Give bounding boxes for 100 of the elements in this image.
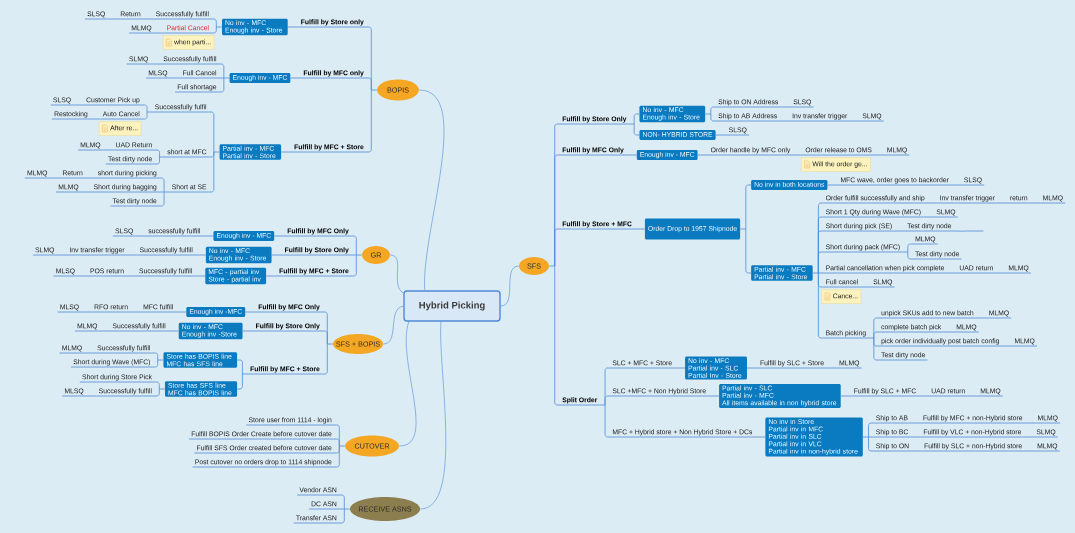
connector-line (910, 450, 923, 452)
connector-line (194, 254, 207, 256)
connector-line (946, 272, 958, 274)
connector-line (849, 120, 861, 122)
connector-line (321, 311, 334, 375)
connector-line (265, 275, 278, 277)
connector-line (333, 424, 346, 468)
connector-line (153, 381, 166, 397)
connector-line (754, 436, 766, 438)
connector-line (290, 77, 302, 79)
connector-line (99, 330, 111, 332)
connector-line (419, 321, 447, 510)
connector-line (922, 216, 935, 218)
connector-line (825, 367, 838, 369)
connector-line (715, 134, 727, 136)
connector-line (910, 436, 922, 438)
connector-line (365, 26, 378, 153)
connector-line (894, 230, 906, 232)
connector-line (125, 275, 138, 277)
connector-line (218, 63, 230, 93)
connector-line (56, 254, 68, 256)
connector-line (901, 243, 914, 260)
connector-line (202, 235, 214, 237)
connector-line (80, 191, 92, 193)
connector-line (80, 311, 93, 313)
connector-line (628, 113, 640, 136)
connector-line (697, 154, 709, 156)
connector-line (500, 265, 520, 307)
connector-line (102, 149, 114, 151)
connector-line (236, 359, 249, 390)
connector-line (418, 89, 445, 291)
connector-line (778, 120, 791, 122)
connector-line (208, 111, 220, 193)
connector-line (150, 63, 162, 65)
connector-line (673, 367, 686, 369)
connector-line (141, 104, 153, 120)
connector-line (739, 184, 752, 274)
connector-line (867, 317, 880, 361)
connector-line (280, 151, 293, 153)
connector-line (967, 395, 979, 397)
connector-line (129, 311, 142, 313)
connector-line (707, 395, 720, 397)
connector-line (175, 311, 187, 313)
connector-line (167, 330, 179, 332)
connector-line (633, 228, 646, 230)
connector-line (909, 422, 922, 424)
connector-line (873, 154, 886, 156)
connector-line (350, 235, 363, 277)
connector-line (83, 352, 96, 354)
connector-line (210, 18, 223, 34)
connector-line (107, 18, 119, 20)
connector-line (72, 104, 85, 106)
connector-line (1001, 345, 1013, 347)
connector-line (862, 422, 874, 452)
connector-line (135, 235, 147, 237)
connector-line (599, 367, 611, 438)
connector-line (860, 286, 872, 288)
connector-line (950, 184, 963, 186)
connector-line (926, 202, 938, 204)
connector-line (271, 254, 283, 256)
connector-line (704, 106, 717, 122)
connector-line (1023, 450, 1036, 452)
connector-line (389, 254, 404, 294)
connector-line (398, 321, 417, 447)
connector-line (382, 305, 404, 345)
connector-line (1024, 422, 1036, 424)
connector-line (194, 275, 206, 277)
connector-line (780, 106, 792, 108)
central-topic-box: Hybrid Picking (403, 290, 501, 322)
connector-line (126, 254, 138, 256)
connector-line (245, 311, 257, 313)
connector-line (975, 317, 987, 319)
blank-topic-line (964, 230, 984, 232)
connector-line (85, 395, 97, 397)
connector-line (548, 123, 561, 406)
connector-line (76, 275, 89, 277)
connector-line (169, 77, 181, 79)
connector-line (153, 32, 165, 34)
connector-line (1023, 436, 1035, 438)
connector-line (812, 202, 824, 339)
connector-line (158, 177, 170, 207)
connector-line (827, 184, 839, 186)
connector-line (943, 331, 955, 333)
connector-line (338, 494, 351, 524)
connector-line (995, 272, 1007, 274)
connector-line (918, 395, 930, 397)
connector-line (287, 26, 299, 28)
connector-line (625, 154, 637, 156)
connector-line (274, 235, 286, 237)
connector-line (996, 202, 1009, 204)
connector-line (154, 149, 166, 165)
connector-line (152, 352, 164, 368)
connector-line (242, 330, 254, 332)
connector-line (746, 367, 759, 369)
connector-line (792, 154, 804, 156)
connector-line (142, 18, 154, 20)
connector-line (840, 395, 852, 397)
connector-line (1029, 202, 1041, 204)
connector-line (89, 118, 101, 120)
connector-line (953, 230, 966, 232)
